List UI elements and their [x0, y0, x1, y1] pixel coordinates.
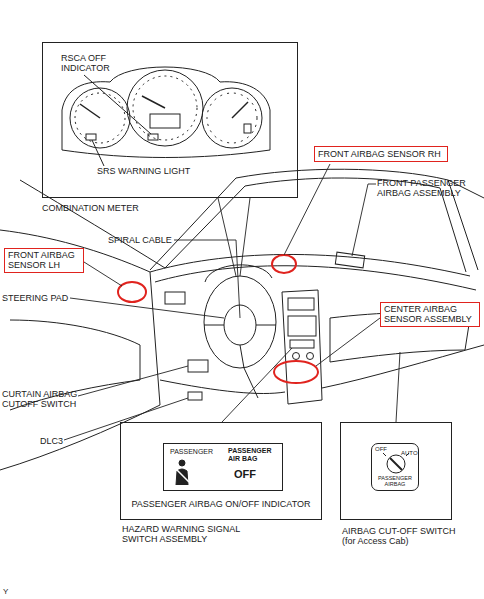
switch-position: OFF — [375, 446, 387, 453]
indicator-panel: PASSENGER PASSENGER AIR BAG OFF — [163, 443, 283, 491]
steering-wheel — [204, 276, 276, 368]
part-label: RSCA OFF INDICATOR — [61, 53, 117, 74]
indicator-text: OFF — [234, 468, 256, 481]
side-vent — [165, 292, 185, 304]
hazard-switch-inset: PASSENGER AIRBAG ON/OFF INDICATORHAZARD … — [120, 422, 322, 520]
steering-column — [244, 368, 258, 398]
dashboard-lip — [155, 266, 476, 290]
fuel-gauge-ticks — [207, 93, 257, 143]
seatbelt-icon-head — [179, 460, 185, 466]
door-edge — [150, 272, 160, 405]
cutoff-switch-inset: AIRBAG CUT-OFF SWITCH (for Access Cab)OF… — [340, 422, 452, 520]
switch-knob — [387, 455, 405, 473]
cab-interior-drawing — [0, 169, 484, 470]
sensor-rings — [118, 255, 318, 383]
part-label: SRS WARNING LIGHT — [97, 166, 190, 176]
a-pillar — [165, 186, 245, 268]
leader-line — [84, 75, 151, 134]
dlc3-connector — [188, 392, 202, 400]
key-slot — [390, 458, 402, 470]
sensor-ring — [272, 255, 296, 273]
combination-meter-drawing — [62, 67, 270, 166]
wheel-spoke — [240, 345, 244, 368]
speedometer-ticks — [133, 76, 197, 140]
part-label: CENTER AIRBAG SENSOR ASSEMBLY — [384, 304, 476, 325]
highlight-box: CENTER AIRBAG SENSOR ASSEMBLY — [380, 302, 480, 327]
passenger-airbag — [335, 252, 364, 268]
leader-line — [222, 348, 292, 422]
needle — [80, 104, 100, 118]
heater-knob — [307, 353, 314, 360]
srs-warning-lamp — [86, 134, 96, 140]
part-label: FRONT AIRBAG SENSOR RH — [318, 149, 444, 159]
leader-line — [84, 262, 122, 286]
center-vent — [288, 298, 314, 310]
tachometer — [70, 88, 130, 148]
needle — [232, 102, 248, 118]
fuel-symbol — [244, 124, 251, 133]
dashboard-lower — [322, 345, 484, 388]
odometer-display — [150, 114, 180, 128]
switch-text: PASSENGER AIRBAG — [375, 475, 415, 488]
indicator-text: PASSENGER AIR BAG — [228, 447, 278, 463]
wheel-spoke — [204, 325, 224, 326]
audio-unit — [288, 316, 316, 336]
fuel-gauge — [202, 88, 262, 148]
inset-caption: AIRBAG CUT-OFF SWITCH (for Access Cab) — [342, 526, 464, 547]
leader-line — [64, 398, 188, 440]
part-label: STEERING PAD — [2, 293, 68, 303]
leader-line — [174, 240, 240, 318]
figure-code: Y — [3, 587, 8, 596]
seatbelt-icon-belt — [176, 469, 189, 482]
center-stack — [282, 290, 322, 404]
highlight-box: FRONT AIRBAG SENSOR LH — [4, 248, 84, 273]
leader-line — [352, 184, 376, 256]
sensor-ring — [118, 282, 146, 302]
switch-face: OFF AUTO PASSENGER AIRBAG — [371, 443, 419, 491]
leader-line — [284, 164, 330, 255]
leader-line — [240, 198, 250, 276]
part-label: DLC3 — [40, 436, 63, 446]
combination-meter-inset: RSCA OFF INDICATORSRS WARNING LIGHTCOMBI… — [42, 42, 298, 198]
part-label: FRONT AIRBAG SENSOR LH — [8, 250, 80, 271]
highlight-box: FRONT AIRBAG SENSOR RH — [314, 146, 448, 162]
meter-hood — [205, 265, 272, 282]
dashboard-lower — [160, 380, 285, 394]
cutoff-switch — [188, 360, 208, 372]
seatbelt-icon-body — [176, 469, 188, 485]
needle — [142, 96, 165, 108]
speedometer — [127, 70, 203, 146]
sensor-ring — [274, 361, 318, 383]
rsca-off-lamp — [148, 134, 158, 140]
part-label: FRONT PASSENGER AIRBAG ASSEMBLY — [377, 178, 477, 199]
indicator-icons — [176, 453, 409, 485]
meter-cowl — [62, 67, 270, 158]
inset-caption: HAZARD WARNING SIGNAL SWITCH ASSEMBLY — [122, 524, 247, 545]
leader-line — [396, 352, 400, 422]
leader-line — [78, 366, 188, 396]
switch-position: AUTO — [401, 450, 418, 457]
a-pillar — [150, 178, 236, 270]
hazard-switch — [290, 340, 314, 348]
leader-line — [218, 198, 236, 276]
indicator-text: PASSENGER — [170, 448, 213, 456]
leader-line — [70, 298, 224, 318]
inset-label: PASSENGER AIRBAG ON/OFF INDICATOR — [121, 499, 321, 509]
inset-caption: COMBINATION METER — [42, 203, 139, 213]
tachometer-ticks — [75, 93, 125, 143]
part-label: CURTAIN AIRBAG CUTOFF SWITCH — [2, 389, 84, 410]
switch-tick — [383, 453, 386, 456]
part-label: SPIRAL CABLE — [108, 235, 172, 245]
wheel-spoke — [256, 325, 276, 326]
leader-line — [316, 318, 380, 366]
a-pillar — [440, 188, 466, 272]
heater-knob — [293, 353, 300, 360]
leader-line — [92, 140, 104, 166]
door-bottom — [0, 405, 160, 470]
